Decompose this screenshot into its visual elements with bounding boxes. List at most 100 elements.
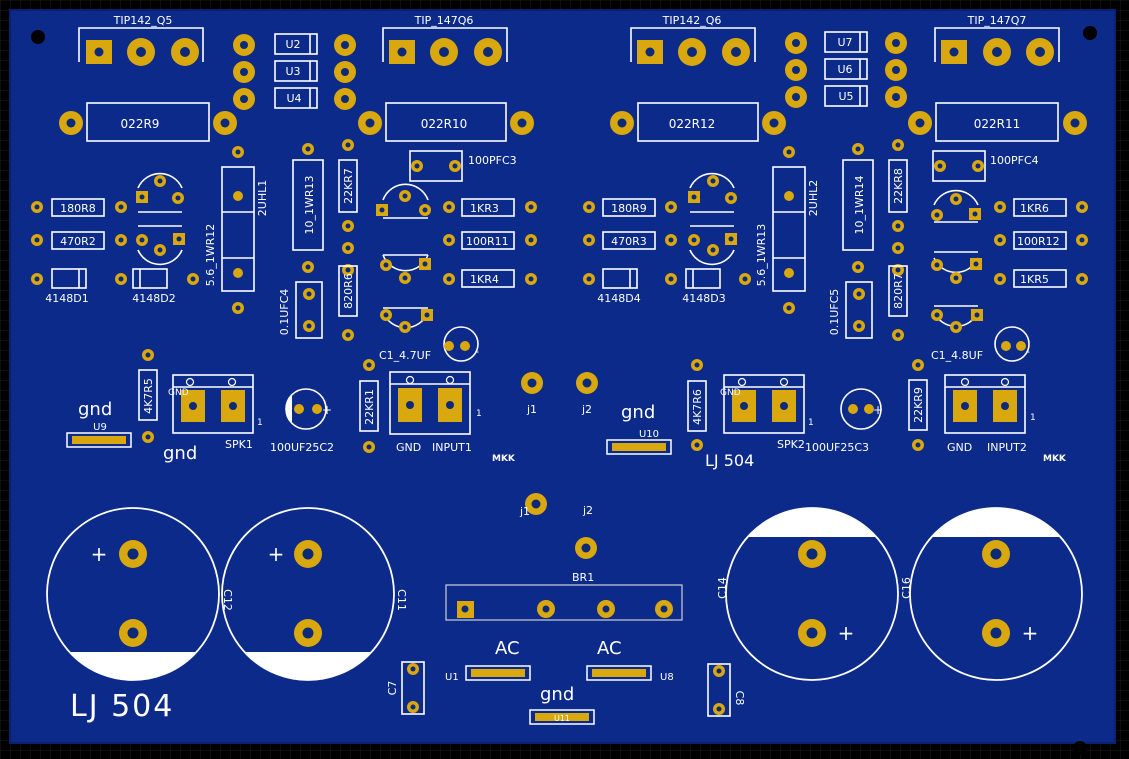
label-tip147-q7: TIP_147Q7 [967,14,1027,27]
label-0-1ufc4: 0.1UFC4 [278,289,291,336]
resistor-022r12: 022R12 [610,102,786,142]
label-022r12: 022R12 [669,117,716,131]
label-u10: U10 [639,429,659,440]
capacitor-100pfc4: 100PFC4 [932,150,1039,182]
capacitor-100uf25c3: + 100UF25C3 [805,388,883,454]
small-resistors-right: 180R9 470R3 4148D4 4148D3 [583,198,751,305]
label-u7: U7 [837,36,852,49]
mounting-hole-top-right [1083,26,1097,40]
label-5-6-1wr12: 5.6_1WR12 [204,224,217,287]
label-22kr1: 22KR1 [363,389,376,425]
label-plus-c11: + [268,542,285,566]
gnd-jumper-u10: gnd U10 LJ 504 [606,402,754,470]
board-outline [9,9,1116,744]
label-c14: C14 [716,577,729,599]
label-gnd-spk2: GND [720,388,741,398]
mounting-hole-bottom-right [1073,741,1087,755]
label-c8: C8 [733,691,746,706]
transistor-tip147-q7: TIP_147Q7 [934,14,1060,66]
label-100uf25c3: 100UF25C3 [805,441,869,454]
label-u5: U5 [838,90,853,103]
driver-transistors-right [931,189,983,333]
jumper-j1-j2-bottom: j1 j2 [519,493,597,559]
label-u11: U11 [554,714,570,723]
label-100pfc4: 100PFC4 [990,154,1039,167]
label-10-1wr14: 10_1WR14 [853,175,866,234]
label-470r2: 470R2 [60,235,96,248]
capacitor-c1-4-8uf: - C1_4.8UF [931,326,1030,362]
capacitor-c1-4-7uf: - C1_4.7UF [379,326,479,362]
capacitor-100pfc3: 100PFC3 [409,150,517,182]
label-minus-c1b: - [1026,345,1030,358]
capacitor-0-1ufc4: 0.1UFC4 [278,281,323,339]
label-100pfc3: 100PFC3 [468,154,517,167]
label-c12: C12 [221,589,234,611]
resistor-22kr1: 22KR1 [359,359,379,453]
label-820r6: 820R6 [342,273,355,309]
label-input1: INPUT1 [432,441,472,454]
label-tip142-q6: TIP142_Q6 [662,14,722,27]
resistor-22kr8: 22KR8 [888,139,908,254]
gnd-jumper-u9: gnd U9 gnd [66,399,197,464]
label-u6: U6 [837,63,852,76]
label-100uf25c2: 100UF25C2 [270,441,334,454]
label-180r9: 180R9 [611,202,647,215]
diode-stack-right: U7 U6 U5 [785,31,907,108]
label-2uhl2: 2UHL2 [807,180,820,216]
label-j2-bottom: j2 [582,504,593,517]
label-gnd-right: gnd [621,402,655,423]
label-tip147-q6: TIP_147Q6 [414,14,474,27]
label-22kr7: 22KR7 [342,168,355,204]
label-gnd-spk1: GND [168,388,189,398]
connector-input1: 1 GND INPUT1 [389,371,482,454]
label-4148d1: 4148D1 [45,292,88,305]
label-ac-right: AC [597,638,622,659]
label-22kr8: 22KR8 [892,168,905,204]
resistor-10-1wr14: 10_1WR14 [842,143,874,273]
label-plus-c14: + [838,621,855,645]
label-100r11: 100R11 [466,235,509,248]
label-input2: INPUT2 [987,441,1027,454]
small-resistors-right-right-group: 1KR6 100R12 1KR5 [994,198,1088,288]
label-gnd-bottom: gnd [540,684,574,705]
gnd-jumper-u11: gnd U11 [529,684,595,725]
label-1kr5: 1KR5 [1020,273,1049,286]
label-c1-4-7uf: C1_4.7UF [379,349,431,362]
resistor-022r11: 022R11 [908,102,1087,142]
label-pin1-input1: 1 [476,409,482,419]
ac-jumper-u8: AC U8 [586,638,674,683]
resistor-wr13-uhl2: 2UHL2 5.6_1WR13 [755,146,820,314]
label-plus-c12: + [91,542,108,566]
label-spk1: SPK1 [225,438,253,451]
connector-spk2: GND 1 SPK2 [720,374,814,451]
label-4148d3: 4148D3 [682,292,725,305]
transistor-tip142-q5: TIP142_Q5 [78,14,204,66]
label-pin1-spk1: 1 [257,418,263,428]
transistor-tip147-q6: TIP_147Q6 [382,14,508,66]
small-transistors-left [136,172,185,266]
resistor-10-1wr13: 10_1WR13 [292,143,324,273]
label-0-1ufc5: 0.1UFC5 [828,289,841,336]
label-1kr3: 1KR3 [470,202,499,215]
label-4148d4: 4148D4 [597,292,640,305]
mounting-hole-top-left [31,30,45,44]
label-1kr6: 1KR6 [1020,202,1049,215]
label-ac-left: AC [495,638,520,659]
resistor-022r10: 022R10 [358,102,534,142]
driver-transistors-left [376,183,433,333]
label-j1-bottom: j1 [519,505,530,518]
label-2uhl1: 2UHL1 [256,180,269,216]
diode-stack-left: U2 U3 U4 [233,33,356,110]
connector-spk1: GND 1 SPK1 [168,374,263,451]
resistor-820r6: 820R6 [338,264,358,341]
capacitor-0-1ufc5: 0.1UFC5 [828,281,873,339]
label-4k7r5: 4K7R5 [142,378,155,414]
label-plus-c2: + [322,403,332,417]
label-j2-top: j2 [581,403,592,416]
label-br1: BR1 [572,571,594,584]
bridge-rectifier-br1: BR1 [445,571,683,621]
label-u1: U1 [445,672,459,683]
label-c16: C16 [900,577,913,599]
label-5-6-1wr13: 5.6_1WR13 [755,224,768,287]
